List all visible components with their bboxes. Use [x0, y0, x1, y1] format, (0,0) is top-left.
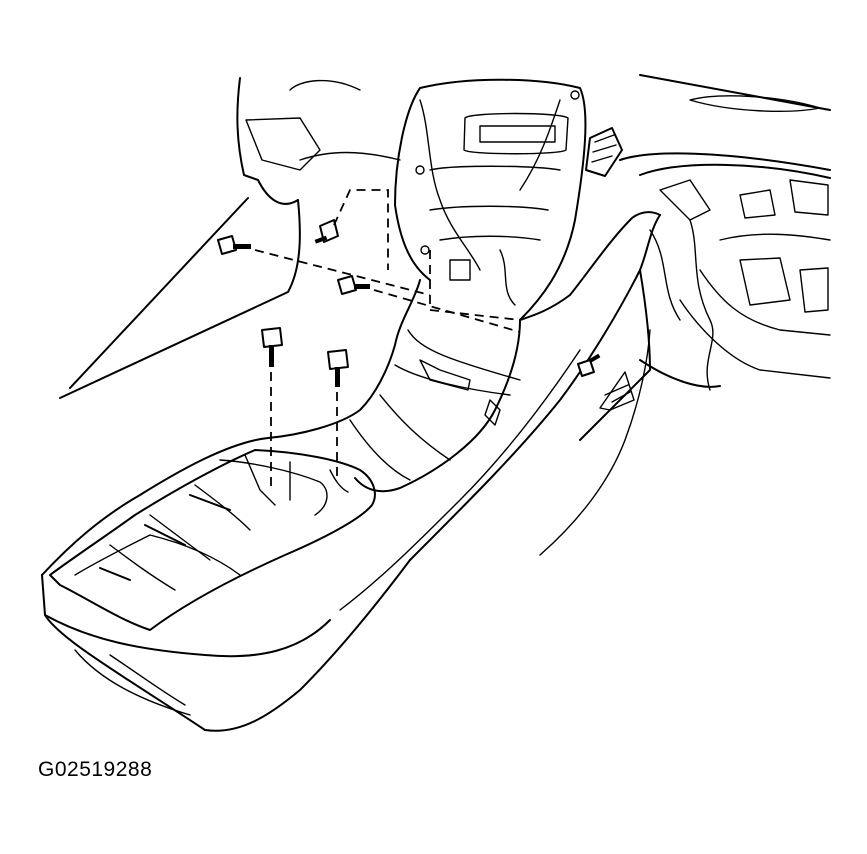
bolt-icon — [327, 349, 349, 482]
floor-tunnel — [349, 329, 521, 481]
heater-vent — [585, 127, 623, 177]
dashboard — [619, 74, 831, 391]
clip-icon — [217, 235, 431, 296]
guide-line — [429, 250, 521, 321]
clip-icon — [337, 275, 521, 333]
screw-icon — [577, 353, 601, 377]
center-console — [41, 211, 661, 732]
figure-id-label: G02519288 — [38, 758, 153, 781]
left-door-panel — [59, 77, 401, 399]
bolt-icon — [261, 327, 283, 490]
center-stack — [394, 78, 587, 321]
screw-icon — [314, 189, 389, 270]
